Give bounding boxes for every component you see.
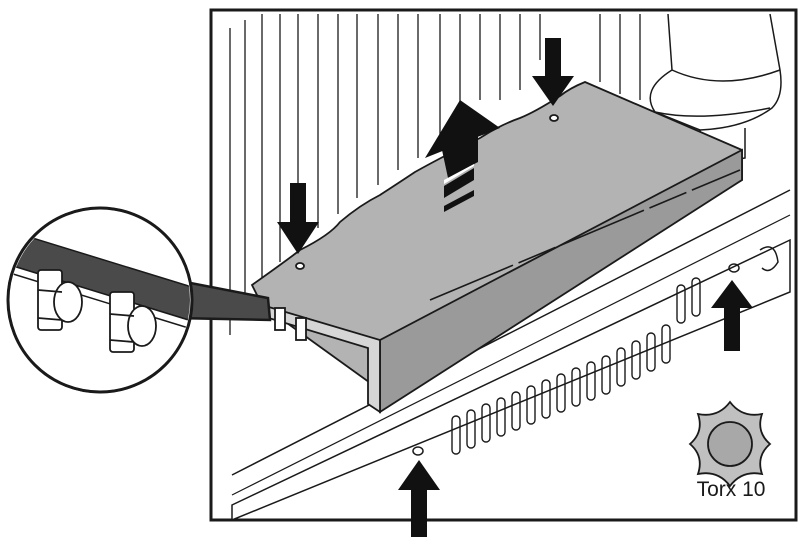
- base-panel: [231, 238, 791, 522]
- torx-size-label: Torx 10: [696, 478, 766, 501]
- press-down-arrow-top: [532, 38, 574, 106]
- press-up-arrow-right: [711, 280, 753, 351]
- vent-slots: [451, 277, 701, 455]
- device-body: [229, 13, 791, 522]
- screw-cover-top: [549, 114, 559, 122]
- magnifier-detail: [6, 206, 272, 394]
- magnified-cover-edge: [10, 226, 190, 324]
- torx-bit-icon: [688, 400, 772, 488]
- screw-right: [728, 263, 740, 273]
- removable-cover: [250, 81, 743, 414]
- cover-top-face: [250, 81, 743, 392]
- screw-lower: [412, 446, 424, 456]
- heat-exchanger-fins: [229, 14, 641, 335]
- press-up-arrow-bottom: [398, 460, 440, 537]
- screw-cover-left: [295, 262, 305, 270]
- lift-cover-arrow: [425, 100, 500, 212]
- press-down-arrow-left: [277, 183, 319, 254]
- pipe-fitting: [649, 13, 782, 166]
